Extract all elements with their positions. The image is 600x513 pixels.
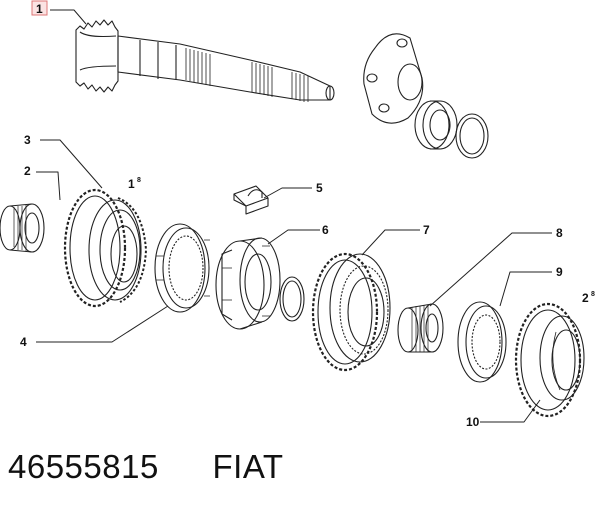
shaft-snap-ring [455,113,489,159]
callout-1-highlight [31,0,48,16]
part-caption: 46555815 FIAT [8,448,284,486]
needle-bearing-part-8 [397,303,444,353]
callout-6[interactable]: 6 [322,223,329,237]
callout-1[interactable]: 1 [36,2,43,16]
shaft-bearing [414,100,458,150]
gear-part-10 [514,302,585,418]
svg-text:2: 2 [582,291,589,305]
shaft-gear-teeth [75,19,119,93]
callout-labels: 1 2 3 4 5 6 7 8 9 10 1 8 2 8 [20,0,595,429]
synchro-hub-part-6 [215,237,281,330]
callout-2[interactable]: 2 [24,164,31,178]
leader-lines [36,9,552,423]
callout-3[interactable]: 3 [24,133,31,147]
callout-7[interactable]: 7 [423,223,430,237]
needle-bearing-left [0,203,45,253]
superscript-label-1-8: 1 8 [128,177,141,191]
svg-text:8: 8 [137,177,141,184]
synchro-ring-part-9 [457,301,507,383]
circlip-ring [279,276,305,322]
gear-part-3 [63,188,147,308]
callout-4[interactable]: 4 [20,335,27,349]
callout-9[interactable]: 9 [556,265,563,279]
exploded-parts-diagram: 1 2 3 4 5 6 7 8 9 10 1 8 2 8 [0,0,595,429]
svg-text:1: 1 [128,177,135,191]
flange-gasket [363,33,424,124]
synchro-ring-part-4 [154,223,210,313]
shift-key-part-5 [233,185,269,215]
gear-part-7 [311,252,391,372]
brand-name: FIAT [212,448,284,485]
main-shaft [75,19,335,102]
superscript-label-2-8: 2 8 [582,291,595,305]
callout-8[interactable]: 8 [556,226,563,240]
svg-text:8: 8 [591,291,595,298]
callout-10[interactable]: 10 [466,415,480,429]
callout-5[interactable]: 5 [316,181,323,195]
part-number: 46555815 [8,448,159,485]
